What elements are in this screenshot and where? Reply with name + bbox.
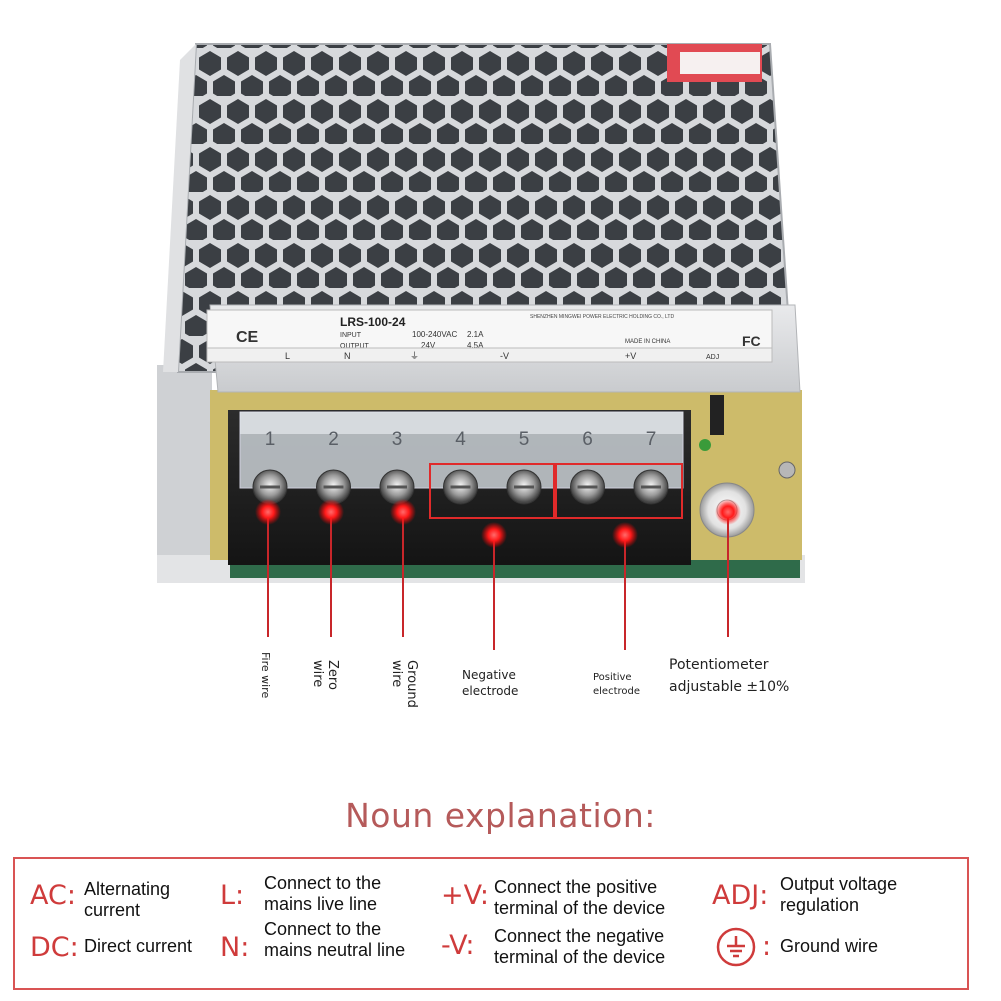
ground-symbol-colon: :: [762, 931, 772, 962]
n-desc-line2: mains neutral line: [264, 940, 406, 960]
svg-text:4.5A: 4.5A: [467, 341, 484, 350]
minus-v-symbol: -V:: [441, 930, 475, 961]
fire-wire-callout-dot: [255, 499, 281, 525]
ground-wire-callout-dot: [390, 499, 416, 525]
svg-text:24V: 24V: [421, 341, 436, 350]
svg-text:-V: -V: [500, 351, 509, 361]
svg-text:CE: CE: [236, 329, 259, 346]
legend-box: [13, 857, 969, 990]
svg-text:N: N: [344, 351, 351, 361]
adj-symbol: ADJ:: [712, 880, 769, 911]
terminal-number-5: 5: [519, 429, 530, 450]
n-symbol: N:: [220, 932, 250, 963]
svg-text:100-240VAC: 100-240VAC: [412, 330, 457, 339]
svg-text:ADJ: ADJ: [706, 354, 719, 361]
n-desc-line1: Connect to the: [264, 919, 382, 939]
svg-text:OUTPUT: OUTPUT: [340, 343, 370, 350]
plus-v-desc-line2: terminal of the device: [494, 898, 666, 918]
dc-symbol: DC:: [30, 932, 79, 963]
plus-v-desc-line1: Connect the positive: [494, 877, 658, 897]
terminal-number-7: 7: [646, 429, 657, 450]
negative-terminal-frame: [429, 463, 555, 519]
svg-text:MADE IN CHINA: MADE IN CHINA: [625, 339, 670, 345]
case-side-left: [157, 365, 212, 580]
terminal-number-3: 3: [392, 429, 403, 450]
l-desc-line1: Connect to the: [264, 873, 382, 893]
positive-electrode-callout-dot: [612, 522, 638, 548]
positive-electrode-label: Positive electrode: [593, 672, 641, 697]
ground-desc: Ground wire: [780, 936, 879, 956]
potentiometer-label: Potentiometer: [669, 657, 769, 673]
noun-explanation-title: Noun explanation:: [345, 796, 656, 835]
adj-desc-line1: Output voltage: [780, 874, 898, 894]
potentiometer-callout-dot: [715, 499, 741, 525]
l-symbol: L:: [220, 880, 245, 911]
terminal-number-4: 4: [455, 429, 466, 450]
negative-electrode-label: Negative electrode: [462, 668, 519, 699]
zero-wire-callout-dot: [318, 499, 344, 525]
svg-text:⏚: ⏚: [410, 351, 419, 362]
zero-wire-label: Zero wire: [310, 660, 340, 690]
l-desc-line2: mains live line: [264, 894, 378, 914]
ac-desc-line1: Alternating: [84, 879, 171, 899]
ground-symbol-icon: [716, 927, 756, 967]
power-supply-illustration: LRS-100-24 CE INPUT 100-240VAC 2.1A OUTP…: [157, 43, 805, 650]
negative-electrode-callout-dot: [481, 522, 507, 548]
svg-text:FC: FC: [742, 333, 761, 349]
fire-wire-label: Fire wire: [259, 652, 272, 699]
potentiometer-range-label: adjustable ±10%: [669, 679, 790, 695]
ac-symbol: AC:: [30, 880, 76, 911]
positive-terminal-frame: [555, 463, 683, 519]
plus-v-symbol: +V:: [441, 880, 489, 911]
svg-text:INPUT: INPUT: [340, 332, 362, 339]
svg-text:2.1A: 2.1A: [467, 330, 484, 339]
ground-wire-label: Ground wire: [389, 660, 419, 708]
svg-text:L: L: [285, 351, 290, 361]
dc-desc: Direct current: [84, 936, 193, 956]
ac-desc-line2: current: [84, 900, 141, 920]
terminal-number-1: 1: [265, 429, 276, 450]
terminal-number-6: 6: [582, 429, 593, 450]
adj-desc-line2: regulation: [780, 895, 860, 915]
svg-text:SHENZHEN MINGWEI POWER ELECTRI: SHENZHEN MINGWEI POWER ELECTRIC HOLDING …: [530, 314, 674, 320]
model-text: LRS-100-24: [340, 315, 406, 329]
minus-v-desc-line2: terminal of the device: [494, 947, 666, 967]
terminal-number-2: 2: [328, 429, 339, 450]
svg-text:+V: +V: [625, 351, 636, 361]
minus-v-desc-line1: Connect the negative: [494, 926, 665, 946]
